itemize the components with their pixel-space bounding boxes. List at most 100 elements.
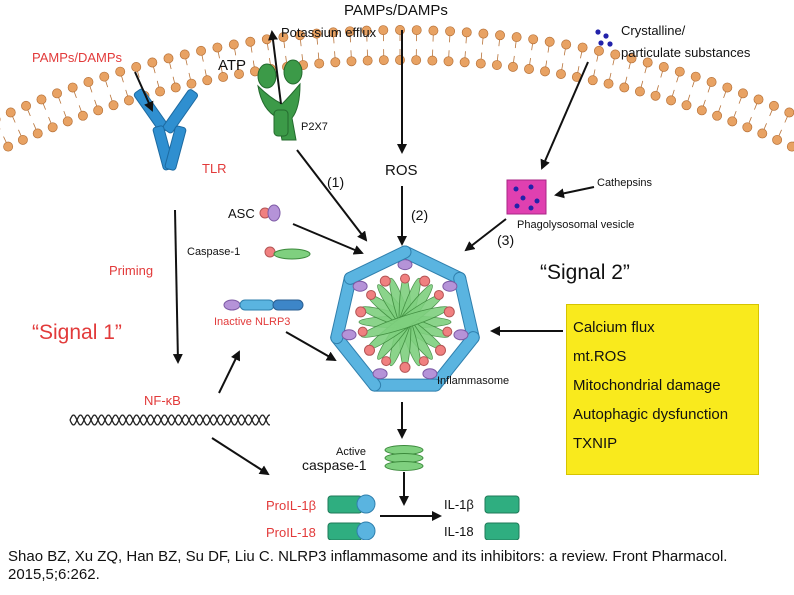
membrane-lipid-head — [706, 77, 717, 87]
membrane-lipid-head — [17, 134, 28, 145]
membrane-lipid-head — [443, 56, 454, 67]
p2x7-receptor — [257, 59, 303, 141]
asc-bead — [357, 326, 368, 337]
asc-bead — [433, 289, 444, 300]
asc-domain — [341, 329, 357, 341]
diagram-artwork — [0, 25, 794, 540]
inactive-nlrp3-label: Inactive NLRP3 — [214, 316, 291, 328]
membrane-lipid-head — [314, 58, 325, 69]
membrane-lipid-head — [330, 57, 341, 68]
asc-bead — [419, 275, 431, 287]
membrane-lipid-head — [395, 55, 405, 65]
asc-icon — [259, 204, 281, 222]
factor-txnip: TXNIP — [573, 435, 618, 452]
pro-il18-icon — [327, 521, 376, 540]
membrane-lipid-head — [170, 82, 181, 93]
il18-icon — [484, 522, 520, 540]
membrane-lipid-head — [784, 107, 794, 118]
crystalline-particles — [595, 29, 613, 47]
membrane-lipid-head — [587, 75, 598, 86]
membrane-lipid-head — [361, 25, 372, 36]
membrane-lipid-head — [218, 72, 229, 82]
asc-bead — [381, 356, 392, 367]
membrane-lipid-head — [411, 25, 422, 36]
il18-label: IL-18 — [444, 524, 474, 539]
asc-bead — [442, 326, 453, 337]
membrane-lipid-head — [123, 95, 134, 106]
membrane-lipid-head — [344, 26, 355, 37]
membrane-lipid-head — [727, 116, 738, 127]
membrane-lipid-head — [52, 88, 62, 99]
membrane-lipid-head — [594, 45, 604, 56]
membrane-lipid-head — [99, 71, 110, 82]
asc-domain — [352, 280, 368, 292]
nlrp3-bar — [343, 245, 412, 285]
citation-text: Shao BZ, Xu ZQ, Han BZ, Su DF, Liu C. NL… — [8, 548, 728, 583]
phagolysosomal-vesicle — [506, 179, 547, 215]
membrane-lipid-head — [540, 66, 550, 77]
factor-mitochondrial-damage: Mitochondrial damage — [573, 377, 721, 394]
membrane-lipid-head — [108, 100, 119, 111]
membrane-lipid-head — [202, 75, 213, 86]
pamps-damps-left-label: PAMPs/DAMPs — [32, 50, 123, 65]
inflammasome-complex — [330, 245, 480, 392]
membrane-lipid-head — [62, 116, 73, 127]
asc-domain — [453, 329, 469, 341]
membrane-lipid-head — [738, 88, 748, 99]
particulate-label: particulate substances — [621, 45, 751, 60]
active-caspase1-label: caspase-1 — [302, 457, 367, 473]
membrane-lipid-head — [378, 25, 389, 36]
membrane-lipid-head — [603, 78, 614, 89]
asc-bead — [435, 344, 447, 356]
membrane-lipid-head — [634, 86, 645, 97]
membrane-lipid-head — [186, 78, 197, 89]
membrane-lipid-head — [658, 62, 669, 72]
atp-label: ATP — [218, 57, 247, 74]
factor-calcium-flux: Calcium flux — [573, 319, 655, 336]
potassium-efflux-label: Potassium efflux — [281, 25, 377, 40]
membrane-lipid-head — [478, 28, 489, 39]
membrane-lipid-head — [690, 71, 701, 82]
asc-bead — [443, 306, 455, 318]
crystalline-label: Crystalline/ — [621, 23, 686, 38]
membrane-lipid-head — [524, 64, 534, 74]
membrane-lipid-head — [619, 82, 630, 93]
asc-bead — [363, 344, 375, 356]
membrane-lipid-head — [681, 100, 692, 111]
membrane-lipid-head — [508, 61, 518, 72]
priming-label: Priming — [109, 263, 154, 278]
membrane-lipid-head — [196, 45, 206, 56]
membrane-lipid-head — [163, 53, 174, 64]
pro-il18-label: ProIL-18 — [266, 525, 316, 540]
membrane-lipid-head — [261, 34, 272, 45]
dna-strand-2 — [69, 414, 270, 426]
asc-domain — [372, 368, 388, 380]
membrane-lipid-head — [278, 32, 289, 43]
membrane-lipid-head — [757, 128, 768, 139]
p2x7-label: P2X7 — [301, 121, 328, 133]
signal-2-factors-box: Calcium flux mt.ROS Mitochondrial damage… — [566, 304, 759, 475]
membrane-lipid-head — [475, 58, 486, 69]
membrane-lipid-head — [666, 95, 677, 106]
membrane-lipid-head — [378, 55, 389, 66]
membrane-lipid-head — [642, 57, 653, 68]
membrane-lipid-head — [577, 42, 588, 53]
membrane-lipid-head — [786, 141, 794, 152]
membrane-lipid-head — [3, 141, 14, 152]
asc-bead — [399, 361, 411, 373]
tlr-receptor — [133, 88, 199, 171]
phagolysosomal-label: Phagolysosomal vesicle — [517, 219, 635, 231]
ros-label: ROS — [385, 162, 418, 179]
membrane-lipid-head — [696, 105, 707, 116]
membrane-lipid-head — [544, 36, 555, 47]
membrane-lipid-head — [772, 134, 783, 145]
caspase1-icon — [264, 246, 311, 260]
membrane-lipid-head — [245, 36, 256, 47]
inflammasome-label: Inflammasome — [437, 375, 510, 387]
membrane-lipid-head — [561, 39, 572, 50]
membrane-lipid-head — [511, 32, 522, 43]
membrane-lipid-head — [495, 30, 505, 41]
membrane-lipid-head — [528, 34, 539, 45]
active-caspase1-icon — [384, 445, 424, 471]
pathway-arrows — [134, 30, 595, 521]
